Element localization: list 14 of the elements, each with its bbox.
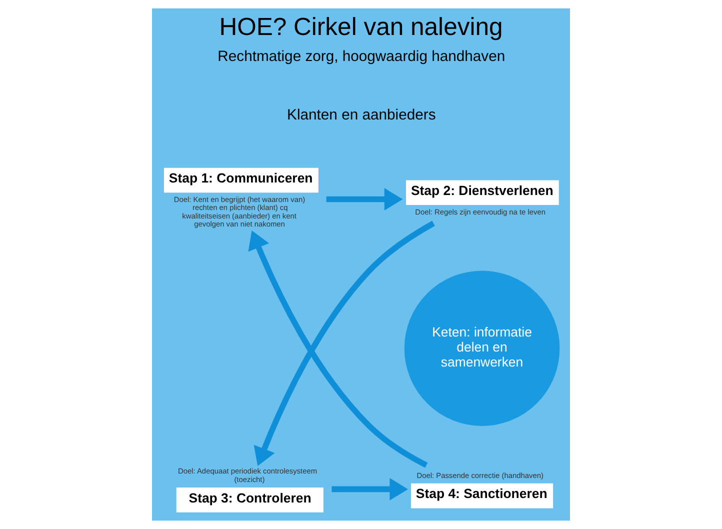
node-label: Doel: Adequaat periodiek controlesysteem (toezicht) [178, 466, 318, 484]
node-label: Doel: Kent en begrijpt (het waarom van) rechten en plichten (klant) cq kwaliteitseisen (aanbieder) en kent gevolgen van niet nakomen [174, 194, 306, 229]
label: Rechtmatige zorg, hoogwaardig handhaven [218, 48, 506, 65]
node-box: Stap 3: Controleren [176, 488, 324, 512]
node-box: Stap 1: Communiceren [164, 168, 318, 193]
label: Klanten en aanbieders [287, 107, 436, 124]
node-box: Stap 4: Sanctioneren [410, 483, 554, 508]
arrow [332, 478, 408, 500]
node-circle: Keten: informatie delen en samenwerken [404, 270, 560, 426]
arrow [326, 188, 403, 210]
node-box: Stap 2: Dienstverlenen [406, 180, 559, 206]
node-label: Doel: Passende correctie (handhaven) [416, 470, 544, 480]
node-label: Doel: Regels zijn eenvoudig na te leven [415, 207, 546, 216]
diagram-title: HOE? Cirkel van naleving [219, 14, 503, 41]
